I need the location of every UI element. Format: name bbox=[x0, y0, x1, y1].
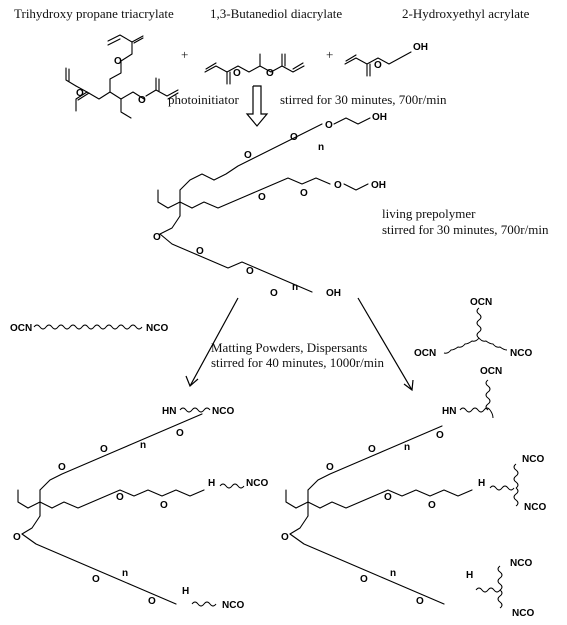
o-atom: O bbox=[153, 232, 161, 243]
o-atom: O bbox=[148, 596, 156, 607]
o-atom: O bbox=[13, 532, 21, 543]
o-atom: O bbox=[384, 492, 392, 503]
hn-group: H bbox=[182, 586, 189, 597]
o-atom: O bbox=[428, 500, 436, 511]
o-atom: O bbox=[270, 288, 278, 299]
o-atom: O bbox=[233, 68, 241, 79]
o-atom: O bbox=[92, 574, 100, 585]
o-atom: O bbox=[325, 120, 333, 131]
step2-product-label: living prepolymer bbox=[382, 206, 476, 221]
hydroxyl-group: OH bbox=[413, 42, 428, 53]
o-atom: O bbox=[436, 430, 444, 441]
repeat-n: n bbox=[390, 568, 396, 579]
plus-sign-2: + bbox=[326, 47, 334, 62]
o-atom: O bbox=[76, 88, 84, 99]
reactant-label-triacrylate: Trihydroxy propane triacrylate bbox=[14, 6, 174, 21]
product-branched-structure: O O O n O HN OCN O O H NCO NCO O n O H N… bbox=[281, 366, 546, 619]
o-atom: O bbox=[116, 492, 124, 503]
nco-group: NCO bbox=[524, 502, 546, 513]
ocn-group: OCN bbox=[414, 348, 436, 359]
o-atom: O bbox=[58, 462, 66, 473]
reactant-label-hea: 2-Hydroxyethyl acrylate bbox=[402, 6, 530, 21]
o-atom: O bbox=[374, 60, 382, 71]
o-atom: O bbox=[246, 266, 254, 277]
nco-group: NCO bbox=[246, 478, 268, 489]
o-atom: O bbox=[360, 574, 368, 585]
o-atom: O bbox=[138, 95, 146, 106]
o-atom: O bbox=[281, 532, 289, 543]
step3-condition-label: stirred for 40 minutes, 1000r/min bbox=[211, 355, 384, 370]
o-atom: O bbox=[326, 462, 334, 473]
o-atom: O bbox=[176, 428, 184, 439]
o-atom: O bbox=[244, 150, 252, 161]
o-atom: O bbox=[290, 132, 298, 143]
step1-catalyst-label: photoinitiator bbox=[168, 92, 239, 107]
step1-arrow bbox=[245, 85, 269, 127]
nco-group: NCO bbox=[510, 558, 532, 569]
diacrylate-structure: O O bbox=[204, 53, 305, 85]
o-atom: O bbox=[196, 246, 204, 257]
hn-group: H bbox=[466, 570, 473, 581]
hn-group: H bbox=[478, 478, 485, 489]
reactant-label-diacrylate: 1,3-Butanediol diacrylate bbox=[210, 6, 343, 21]
nco-group: NCO bbox=[510, 348, 532, 359]
diisocyanate-reagent: OCN NCO bbox=[10, 323, 168, 334]
o-atom: O bbox=[368, 444, 376, 455]
o-atom: O bbox=[100, 444, 108, 455]
nco-group: NCO bbox=[212, 406, 234, 417]
arrow-to-linear-product bbox=[185, 297, 239, 388]
o-atom: O bbox=[258, 192, 266, 203]
hea-structure: O OH bbox=[344, 42, 428, 77]
ocn-group: OCN bbox=[480, 366, 502, 377]
triisocyanate-reagent: OCN OCN NCO bbox=[414, 297, 532, 359]
hydroxyl-group: OH bbox=[371, 180, 386, 191]
o-atom: O bbox=[266, 68, 274, 79]
step1-condition-label: stirred for 30 minutes, 700r/min bbox=[280, 92, 447, 107]
repeat-n: n bbox=[140, 440, 146, 451]
ocn-group: OCN bbox=[10, 323, 32, 334]
repeat-n: n bbox=[404, 442, 410, 453]
hn-group: H bbox=[208, 478, 215, 489]
nco-group: NCO bbox=[146, 323, 168, 334]
o-atom: O bbox=[114, 56, 122, 67]
arrow-to-branched-product bbox=[357, 297, 414, 392]
repeat-n: n bbox=[318, 142, 324, 153]
o-atom: O bbox=[300, 188, 308, 199]
o-atom: O bbox=[416, 596, 424, 607]
repeat-n: n bbox=[122, 568, 128, 579]
nco-group: NCO bbox=[512, 608, 534, 619]
step3-additives-label: Matting Powders, Dispersants bbox=[211, 340, 368, 355]
plus-sign-1: + bbox=[181, 47, 189, 62]
repeat-n: n bbox=[292, 282, 298, 293]
hn-group: HN bbox=[162, 406, 176, 417]
nco-group: NCO bbox=[222, 600, 244, 611]
hydroxyl-group: OH bbox=[326, 288, 341, 299]
o-atom: O bbox=[160, 500, 168, 511]
prepolymer-structure: O O O n OH O O O OH O O O n OH O bbox=[153, 112, 387, 299]
step2-condition-label: stirred for 30 minutes, 700r/min bbox=[382, 222, 549, 237]
ocn-group: OCN bbox=[470, 297, 492, 308]
hn-group: HN bbox=[442, 406, 456, 417]
nco-group: NCO bbox=[522, 454, 544, 465]
hydroxyl-group: OH bbox=[372, 112, 387, 123]
product-linear-structure: O O O n O HN NCO O O H NCO O n O H NCO bbox=[13, 406, 268, 611]
triacrylate-structure: O O O bbox=[65, 34, 179, 119]
o-atom: O bbox=[334, 180, 342, 191]
